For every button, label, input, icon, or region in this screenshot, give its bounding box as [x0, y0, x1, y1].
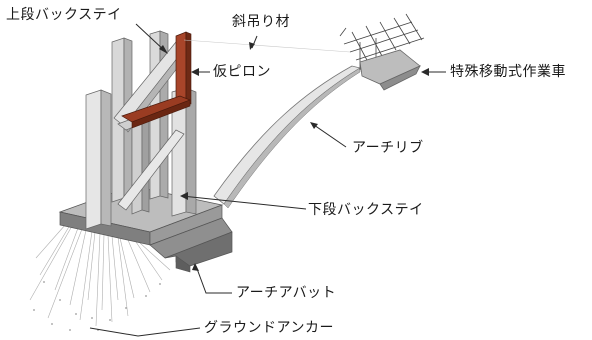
diagonal-hanger-cable	[183, 39, 351, 53]
leader-arrowheads	[159, 42, 429, 271]
label-ground-anchor: グラウンドアンカー	[204, 320, 334, 336]
lower-backstay-member	[117, 129, 185, 211]
label-lower-backstay: 下段バックステイ	[308, 202, 424, 218]
temporary-pylon	[121, 31, 192, 129]
label-traveler: 特殊移動式作業車	[450, 64, 566, 80]
ground-anchor-strands	[29, 223, 171, 327]
traveler-machine	[339, 13, 425, 91]
label-arch-abutment: アーチアバット	[236, 285, 337, 301]
label-upper-backstay: 上段バックステイ	[6, 7, 122, 23]
leader-lines	[89, 23, 446, 337]
label-arch-rib: アーチリブ	[352, 140, 424, 156]
label-temporary-pylon: 仮ピロン	[213, 64, 271, 80]
ground-anchor-dots	[33, 281, 161, 331]
arch-rib	[213, 65, 362, 209]
label-diagonal-hanger: 斜吊り材	[232, 14, 290, 30]
